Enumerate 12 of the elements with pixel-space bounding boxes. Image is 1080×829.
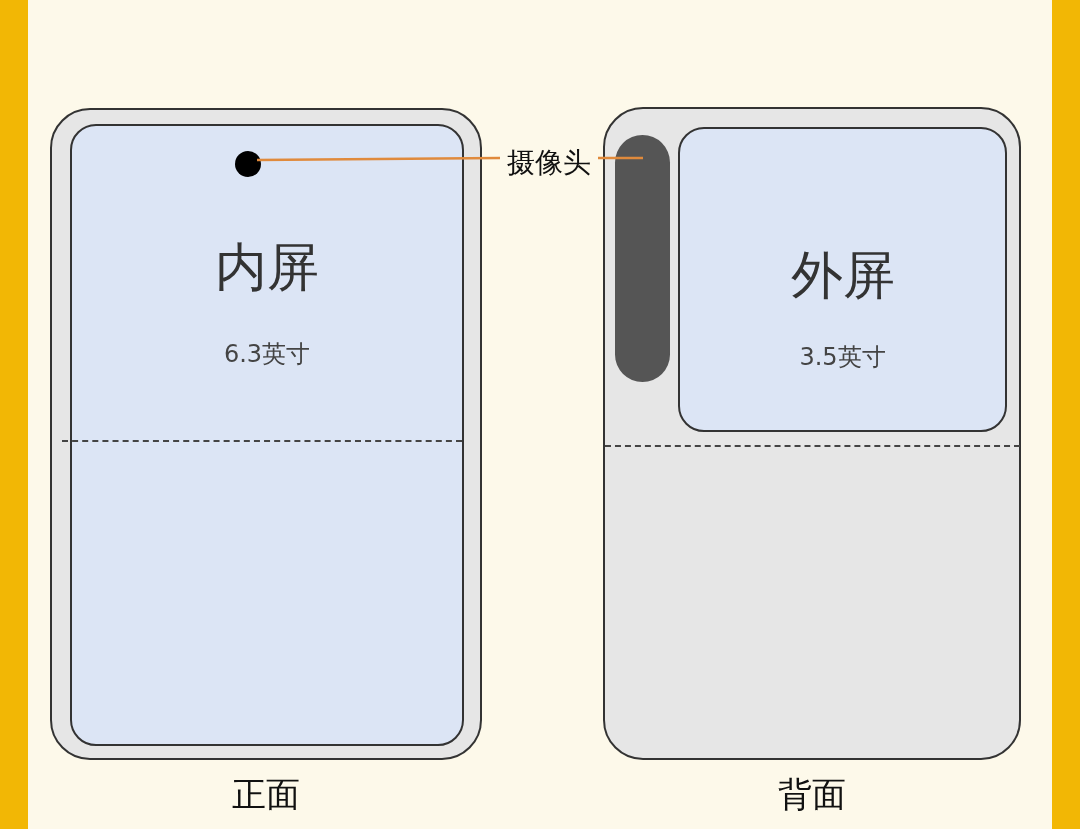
view-caption: 正面 [232, 773, 300, 816]
screen-size: 6.3英寸 [223, 339, 311, 371]
screen-title: 外屏 [790, 244, 895, 307]
view-caption: 背面 [778, 773, 846, 816]
camera-module [615, 135, 670, 382]
camera-dot [235, 151, 261, 177]
leader-line [257, 156, 500, 162]
phone-body [603, 107, 1021, 760]
screen-panel [678, 127, 1007, 432]
screen-size: 3.5英寸 [799, 342, 886, 374]
screen-title: 内屏 [215, 236, 319, 299]
camera-label-text: 摄像头 [507, 145, 591, 181]
